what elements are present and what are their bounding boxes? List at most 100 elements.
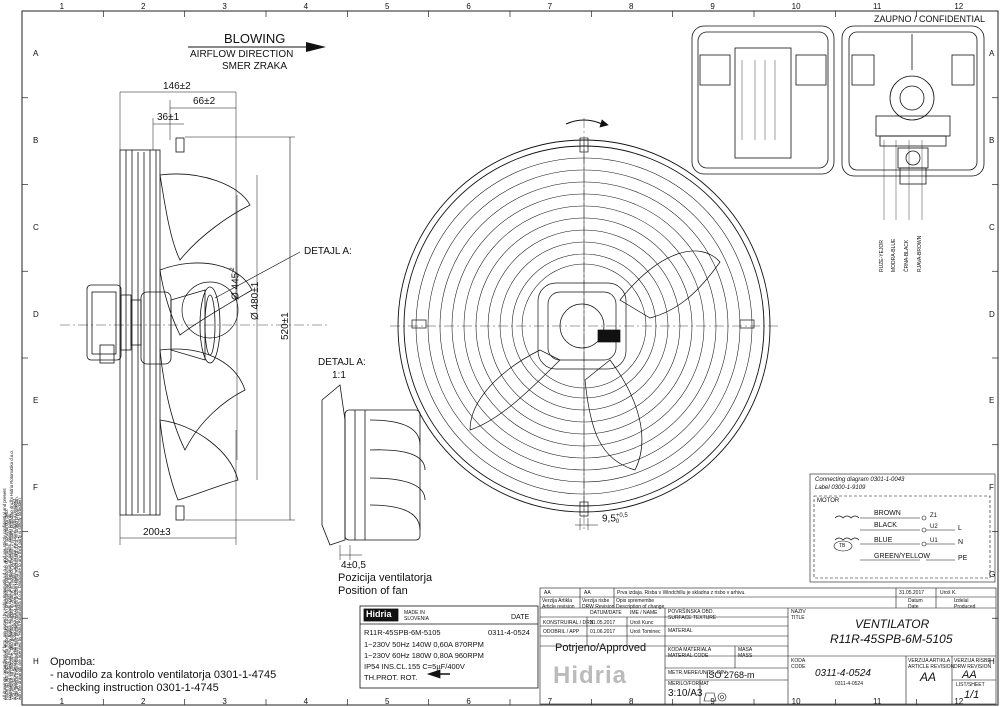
grid-ticks [22,11,998,705]
note-en: - checking instruction 0301-1-4745 [50,682,219,694]
front-view [390,118,780,530]
h-article-rev-en: Article revision [542,604,575,610]
rev-article: AA [544,590,551,596]
grid-row-label: B [989,136,995,146]
dim-9-5-value: 9,5 [602,513,616,525]
approved-date: 01.06.2017 [590,629,616,635]
nameplate-line1: 1~230V 50Hz 140W 0,60A 870RPM [364,640,484,649]
surface-label-en: SURFACE TEXTURE [668,615,717,621]
grid-col-label: 6 [466,2,471,11]
h-change-en: Description of change [616,604,665,610]
connection-label: Label 0300-1-9109 [815,485,866,491]
motor-label: MOTOR [817,498,840,504]
wire-black: BLACK [874,522,897,529]
h-drw-rev-sl: Verzija risbe [582,598,610,604]
h-change-sl: Opis spremembe [616,598,655,604]
grid-col-label: 7 [547,2,553,11]
terminal-n: N [958,539,964,546]
notes-title: Opomba: [50,656,96,668]
wire-green-yellow: GREEN/YELLOW [874,553,931,560]
c-date-header: DATUM/DATE [590,610,622,616]
terminal-l: L [958,525,962,532]
grid-row-label: C [989,222,995,232]
title-label-en: TITLE [791,615,805,621]
detail-callout: DETAJL A: [304,246,352,257]
nameplate-model: R11R-45SPB-6M-5105 [364,628,441,637]
grid-col-label: 8 [629,2,634,11]
grid-col-label: 11 [873,2,882,11]
rev-date: 31.05.2017 [899,590,925,596]
h-produced-sl: Izdelal [954,598,969,604]
surface-label-sl: POVRŠINSKA OBD. [668,609,714,615]
dim-480: Ø 480±1 [250,281,261,320]
grid-col-label: 3 [222,697,227,706]
wire-blue: BLUE [874,537,893,544]
title-block [539,587,997,705]
drawing-rev-value: AA [962,669,977,681]
approved-name: Uroš Tominec [630,629,661,635]
part-title: VENTILATOR [855,617,930,631]
grid-row-label: B [33,136,39,146]
terminal-u2: U2 [930,524,938,530]
approved-by-label: ODOBRIL / APP [543,629,580,635]
grid-col-label: 6 [466,697,471,706]
grid-row-label: G [989,569,996,579]
grid-col-label: 9 [710,2,715,11]
detail-title: DETAJL A: [318,357,366,368]
terminal-box-views [691,25,985,220]
dim-520: 520±1 [280,312,291,340]
approved-stamp: Potrjeno/Approved [555,642,647,654]
grid-row-label: E [989,396,995,406]
wire-brown: BROWN [874,510,901,517]
grid-row-label: C [33,222,39,232]
confidential-label: ZAUPNO / CONFIDENTIAL [874,14,986,24]
grid-row-label: D [33,309,39,319]
grid-row-label: E [33,396,39,406]
c-name-header: IME / NAME [630,610,658,616]
legal-text-sl-block: Risbe so last družbe Hidria Rotomatika d… [4,355,19,700]
dim-9-5-tol-down: 0 [615,519,620,525]
units-label: METR.MERE/UNITS, DIN [668,670,726,676]
material-code-en: MATERIAL CODE [668,653,709,659]
dim-445: Ø 445-2 [230,267,241,300]
nameplate-frame [359,605,539,689]
wire-label: MODRA-BLUE [891,238,897,272]
dim-445-tol: -2 [230,267,236,273]
grid-row-label: A [33,49,39,59]
article-rev-value: AA [920,670,937,684]
terminal-u1: U1 [930,538,938,544]
dim-146: 146±2 [163,81,191,92]
thermal-breaker: TB [839,543,846,549]
made-in-line1: MADE IN [404,610,425,616]
grid-col-label: 8 [629,697,634,706]
h-drw-rev-en: DRW Revision [582,604,615,610]
nameplate-line3: IP54 INS.CL.155 C=5µF/400V [364,662,465,671]
designed-name: Uroš Kunc [630,620,654,626]
grid-row-label: F [33,483,38,493]
scale-label: MERILO/FORMAT [668,681,710,687]
rev-description: Prva izdaja. Risba v Windchillu je sklad… [617,590,746,596]
sheet-label: LIST/SHEET [956,682,985,688]
nameplate-line4: TH.PROT. ROT. [364,673,418,682]
side-view [60,91,330,545]
grid-col-label: 4 [303,697,309,706]
drawing-rev-en: DRW REVISION [954,664,992,670]
grid-col-label: 2 [141,2,146,11]
title-label-sl: NAZIV [791,609,806,615]
code-label-en: CODE [791,664,806,670]
designed-by-label: KONSTRUIRAL / DRN [543,620,594,626]
dim-200: 200±3 [143,527,171,538]
h-produced-en: Produced [954,604,976,610]
grid-row-label: H [33,656,39,666]
connection-title: Connecting diagram 0301-1-0043 [815,477,905,483]
position-label-sl: Pozicija ventilatorja [338,572,433,584]
made-in-line2: SLOVENIA [404,616,430,622]
